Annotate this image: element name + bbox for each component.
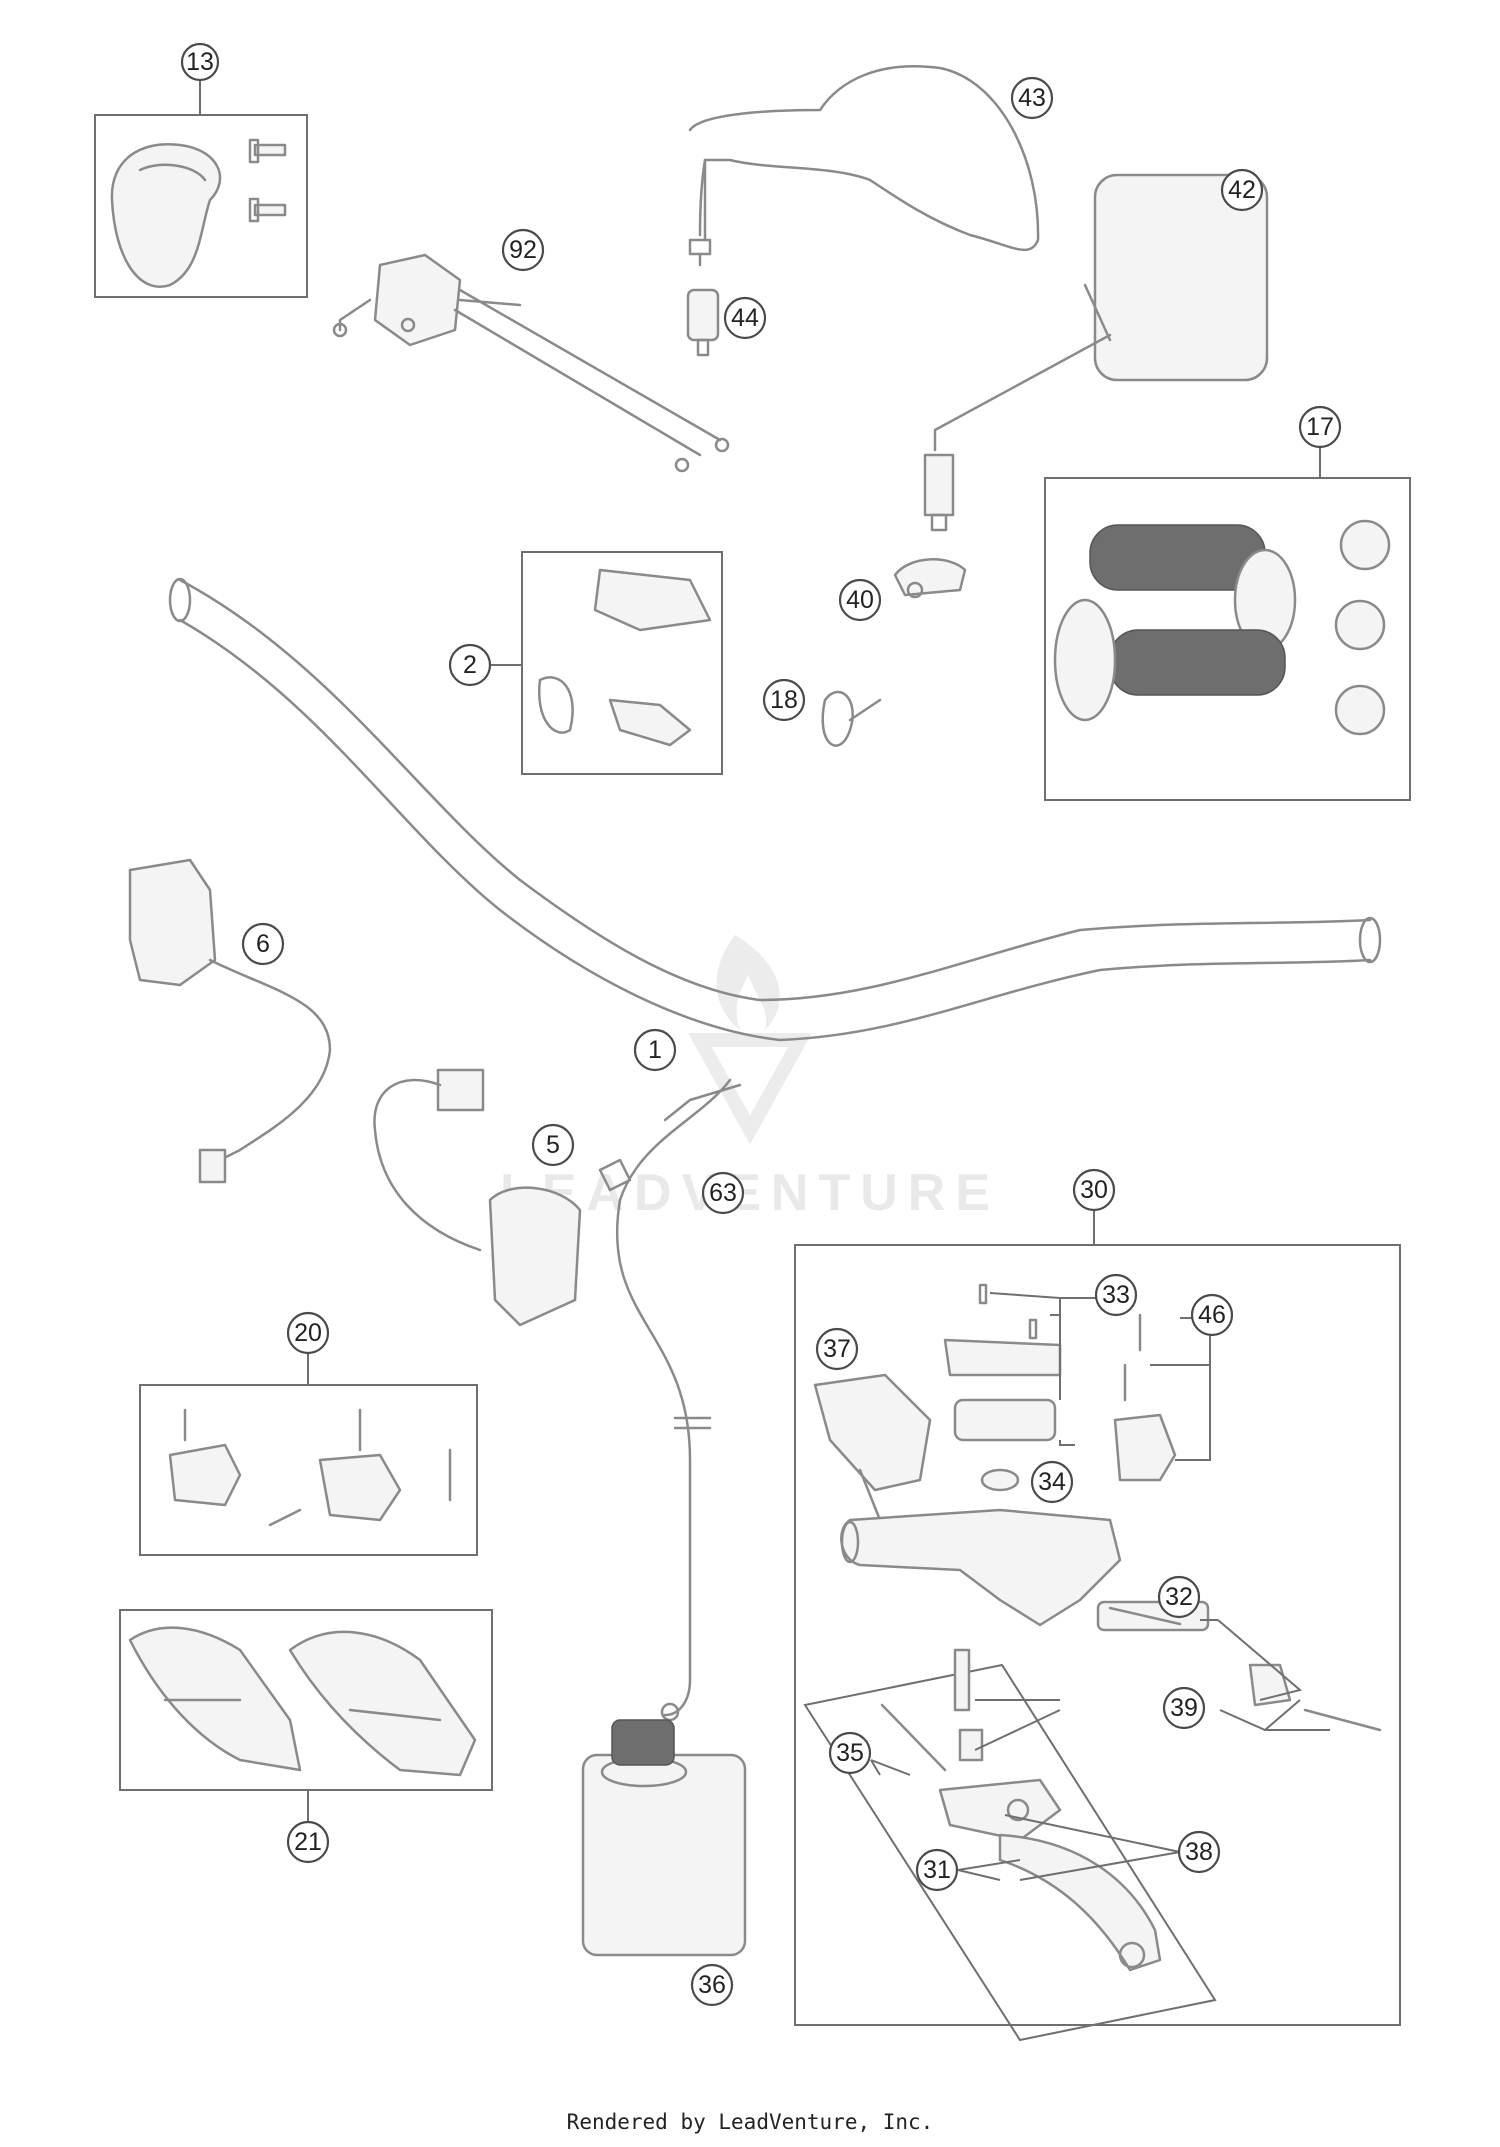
callout-18: 18 xyxy=(762,678,806,722)
callout-34: 34 xyxy=(1030,1460,1074,1504)
box-21 xyxy=(119,1609,493,1791)
watermark: LEADVENTURE xyxy=(500,935,1000,1222)
box-17 xyxy=(1044,477,1411,801)
grips-17 xyxy=(1053,519,1391,736)
callout-33: 33 xyxy=(1094,1273,1138,1317)
callout-43: 43 xyxy=(1010,76,1054,120)
callout-40: 40 xyxy=(838,578,882,622)
callout-5: 5 xyxy=(531,1123,575,1167)
throttle-92 xyxy=(332,253,730,473)
callout-1: 1 xyxy=(633,1028,677,1072)
callout-label: 44 xyxy=(731,304,759,332)
callout-35: 35 xyxy=(828,1731,872,1775)
callout-21: 21 xyxy=(286,1820,330,1864)
callout-42: 42 xyxy=(1220,168,1264,212)
callout-label: 42 xyxy=(1228,176,1256,204)
switch-5 xyxy=(373,1068,582,1327)
callout-label: 34 xyxy=(1038,1468,1066,1496)
cable-tie-18 xyxy=(821,690,882,747)
callout-label: 21 xyxy=(294,1828,322,1856)
callout-38: 38 xyxy=(1177,1830,1221,1874)
callout-label: 17 xyxy=(1306,413,1334,441)
callout-92: 92 xyxy=(501,228,545,272)
switch-6 xyxy=(128,858,332,1184)
callout-label: 37 xyxy=(823,1335,851,1363)
callout-label: 43 xyxy=(1018,84,1046,112)
hose-63 xyxy=(598,1078,742,1722)
callout-31: 31 xyxy=(915,1848,959,1892)
handlebar xyxy=(168,577,1382,1042)
callout-label: 18 xyxy=(770,686,798,714)
callout-44: 44 xyxy=(723,296,767,340)
callout-label: 31 xyxy=(923,1856,951,1884)
callout-30: 30 xyxy=(1072,1168,1116,1212)
callout-label: 30 xyxy=(1080,1176,1108,1204)
callout-label: 35 xyxy=(836,1739,864,1767)
callout-20: 20 xyxy=(286,1311,330,1355)
callout-32: 32 xyxy=(1157,1575,1201,1619)
mirror-42 xyxy=(923,173,1269,532)
callout-63: 63 xyxy=(701,1171,745,1215)
callout-label: 5 xyxy=(546,1131,560,1159)
callout-label: 13 xyxy=(186,48,214,76)
callout-2: 2 xyxy=(448,643,492,687)
callout-37: 37 xyxy=(815,1327,859,1371)
callout-46: 46 xyxy=(1190,1293,1234,1337)
watermark-logo xyxy=(688,935,812,1145)
render-credit: Rendered by LeadVenture, Inc. xyxy=(566,2110,934,2134)
callout-label: 33 xyxy=(1102,1281,1130,1309)
leader-lines xyxy=(199,80,1330,1881)
callout-label: 2 xyxy=(463,651,477,679)
callout-17: 17 xyxy=(1298,405,1342,449)
callout-label: 36 xyxy=(698,1971,726,1999)
callout-label: 20 xyxy=(294,1319,322,1347)
box-lever xyxy=(803,1663,1217,2042)
fluid-bottle-36 xyxy=(581,1719,747,1957)
callout-label: 1 xyxy=(648,1036,662,1064)
mirror-43 xyxy=(688,65,1040,267)
callout-13: 13 xyxy=(180,42,220,82)
callout-label: 38 xyxy=(1185,1838,1213,1866)
callout-label: 40 xyxy=(846,586,874,614)
switch-housing-2 xyxy=(537,568,712,747)
mounts-20 xyxy=(168,1408,452,1527)
callout-label: 92 xyxy=(509,236,537,264)
nut-44 xyxy=(686,288,720,357)
master-cylinder-30 xyxy=(813,1283,1382,1972)
callout-36: 36 xyxy=(690,1963,734,2007)
callout-label: 6 xyxy=(256,930,270,958)
callout-39: 39 xyxy=(1162,1686,1206,1730)
callout-label: 46 xyxy=(1198,1301,1226,1329)
watermark-text: LEADVENTURE xyxy=(500,1164,1000,1222)
clamp-40 xyxy=(893,558,967,599)
callout-6: 6 xyxy=(241,922,285,966)
callout-label: 39 xyxy=(1170,1694,1198,1722)
callout-label: 32 xyxy=(1165,1583,1193,1611)
box-2 xyxy=(521,551,723,775)
switch-13 xyxy=(110,138,287,288)
handguards-21 xyxy=(128,1626,477,1777)
callout-label: 63 xyxy=(709,1179,737,1207)
